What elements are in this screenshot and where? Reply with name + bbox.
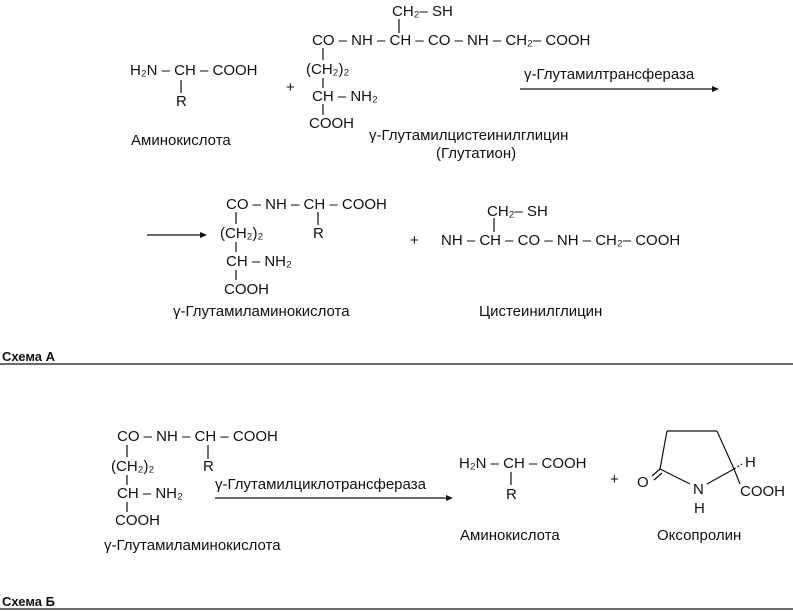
- product-r: R: [313, 225, 324, 242]
- amino-acid-formula: H₂N – CH – COOH: [130, 62, 258, 79]
- glutathione-alt-name: (Глутатион): [436, 145, 517, 162]
- product-name: γ-Глутамиламинокислота: [173, 303, 350, 320]
- glutathione-cooh: COOH: [309, 115, 354, 132]
- cysteinylglycine-sh: CH₂– SH: [487, 203, 548, 220]
- product-ch2: (CH₂)₂: [220, 225, 264, 242]
- amino-acid-label: Аминокислота: [131, 132, 231, 149]
- oxoproline-ring: [651, 430, 743, 485]
- enzyme-label-cyclotransferase: γ-Глутамилциклотрансфераза: [215, 476, 426, 493]
- plus-sign-3: +: [610, 471, 619, 488]
- glutathione-ch-nh2: CH – NH₂: [312, 88, 378, 105]
- product-cooh: COOH: [224, 281, 269, 298]
- substrate-name: γ-Глутамиламинокислота: [104, 537, 281, 554]
- oxoproline-cooh: COOH: [740, 483, 785, 500]
- amino-acid-product-r: R: [506, 486, 517, 503]
- amino-acid-product-formula: H₂N – CH – COOH: [459, 455, 587, 472]
- scheme-a-title: Схема А: [2, 349, 56, 364]
- substrate-ch2: (CH₂)₂: [111, 458, 155, 475]
- glutathione-chain: CO – NH – CH – CO – NH – CH₂– COOH: [312, 32, 591, 49]
- oxoproline-n: N: [693, 481, 704, 498]
- substrate-ch-nh2: CH – NH₂: [117, 485, 183, 502]
- oxoproline-h-c: H: [745, 454, 756, 471]
- cysteinylglycine-chain: NH – CH – CO – NH – CH₂– COOH: [441, 232, 681, 249]
- substrate-chain: CO – NH – CH – COOH: [117, 428, 278, 445]
- substrate-r: R: [203, 458, 214, 475]
- oxoproline-name: Оксопролин: [657, 527, 742, 544]
- substrate-cooh: COOH: [115, 512, 160, 529]
- amino-acid-product-name: Аминокислота: [460, 527, 560, 544]
- glutathione-sh-group: CH₂– SH: [392, 3, 453, 20]
- plus-sign: +: [286, 79, 295, 96]
- enzyme-label-transferase: γ-Глутамилтрансфераза: [524, 66, 695, 83]
- oxoproline-h-n: H: [694, 500, 705, 517]
- amino-acid-r: R: [176, 93, 187, 110]
- plus-sign-2: +: [410, 232, 419, 249]
- cysteinylglycine-name: Цистеинилглицин: [479, 303, 603, 320]
- product-chain: CO – NH – CH – COOH: [226, 196, 387, 213]
- oxoproline-o: O: [637, 474, 649, 491]
- scheme-b-title: Схема Б: [2, 594, 55, 609]
- glutathione-ch2: (CH₂)₂: [306, 61, 350, 78]
- glutathione-name: γ-Глутамилцистеинилглицин: [369, 127, 569, 144]
- product-ch-nh2: CH – NH₂: [226, 253, 292, 270]
